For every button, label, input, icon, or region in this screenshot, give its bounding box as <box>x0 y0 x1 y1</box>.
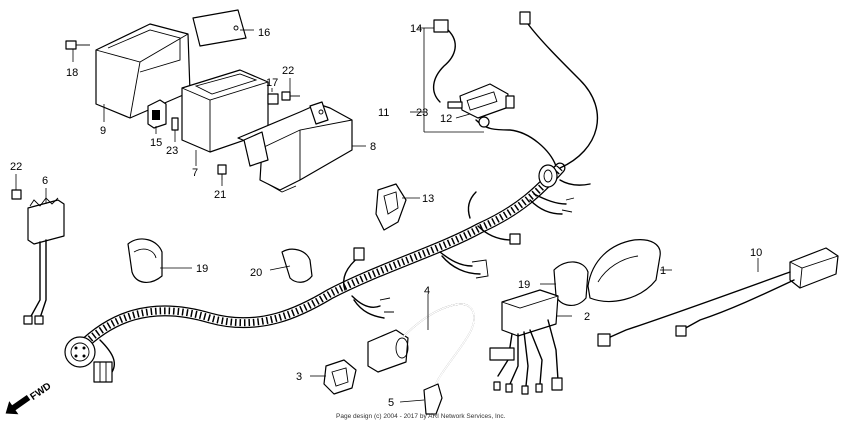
regulator-part-6 <box>11 189 65 325</box>
callout-9: 9 <box>100 125 106 137</box>
bolt-part-18 <box>65 40 90 50</box>
fwd-label: FWD <box>28 381 53 403</box>
clamp-part-19-right <box>553 261 589 306</box>
callout-22-left: 22 <box>10 161 22 173</box>
fuse-holder-part-15 <box>147 99 167 129</box>
callout-18: 18 <box>66 67 78 79</box>
plate-part-17 <box>267 93 279 105</box>
callout-8: 8 <box>370 141 376 153</box>
callout-15: 15 <box>150 137 162 149</box>
clamp-part-20 <box>281 248 313 283</box>
callout-17: 17 <box>266 77 278 89</box>
callout-12: 12 <box>440 113 452 125</box>
callout-2: 2 <box>584 311 590 323</box>
callout-22-upper: 22 <box>282 65 294 77</box>
sub-harness-part-10 <box>597 247 839 347</box>
callout-7: 7 <box>192 167 198 179</box>
clamp-part-19-left <box>127 238 163 283</box>
ignition-coil-part-4 <box>367 303 475 393</box>
callout-4: 4 <box>424 285 430 297</box>
bolt-part-21 <box>217 164 227 180</box>
callout-11: 11 <box>378 107 389 119</box>
forward-direction-arrow: FWD <box>5 381 53 415</box>
callout-23-upper: 23 <box>416 107 428 119</box>
callout-labels: 1 2 3 4 5 6 7 8 9 10 11 12 13 14 15 16 1… <box>10 23 762 409</box>
copyright-footer: Page design (c) 2004 - 2017 by ARI Netwo… <box>336 413 506 420</box>
battery-cover-part-9 <box>95 23 191 119</box>
cdi-unit-part-2 <box>489 289 563 395</box>
cover-part-1 <box>587 239 661 302</box>
callout-23-lower: 23 <box>166 145 178 157</box>
callout-1: 1 <box>660 265 666 277</box>
bracket-part-13 <box>375 183 407 231</box>
fuse-part-23-left <box>171 117 179 131</box>
callout-6: 6 <box>42 175 48 187</box>
fuse-box-assembly <box>433 19 557 167</box>
callout-19-right: 19 <box>518 279 530 291</box>
battery-box-part-8 <box>237 101 353 193</box>
rubber-cap-part-3 <box>323 359 357 395</box>
main-wire-harness <box>64 11 599 383</box>
label-part-16 <box>192 9 247 47</box>
callout-20: 20 <box>250 267 262 279</box>
callout-10: 10 <box>750 247 762 259</box>
spark-plug-cap-part-5 <box>423 383 443 415</box>
leader-lines <box>15 27 759 403</box>
callout-21: 21 <box>214 189 226 201</box>
callout-16: 16 <box>258 27 270 39</box>
callout-19-left: 19 <box>196 263 208 275</box>
screw-part-22-upper <box>281 91 300 101</box>
callout-13: 13 <box>422 193 434 205</box>
callout-5: 5 <box>388 397 394 409</box>
callout-3: 3 <box>296 371 302 383</box>
callout-14: 14 <box>410 23 422 35</box>
